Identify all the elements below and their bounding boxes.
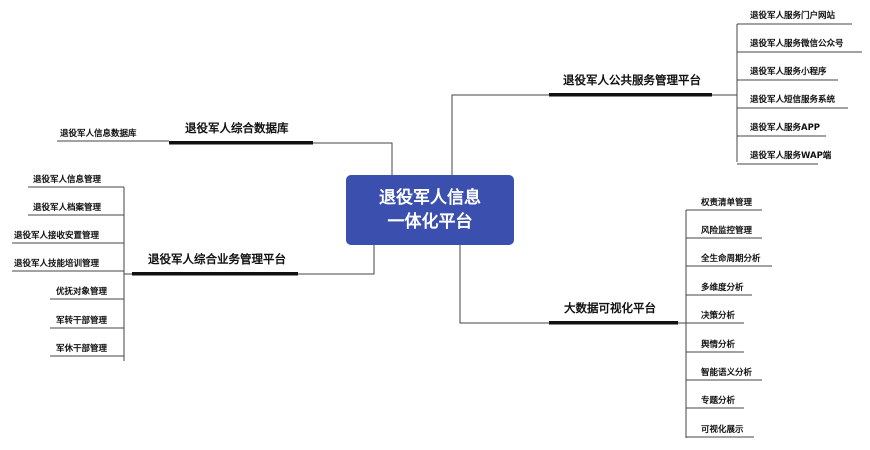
- center-node[interactable]: 退役军人信息 一体化平台: [346, 175, 514, 245]
- connector-business: [298, 245, 375, 275]
- leaf-public-service[interactable]: 退役军人服务APP: [750, 123, 821, 133]
- leaf-bigdata[interactable]: 决策分析: [701, 311, 736, 321]
- leaf-business[interactable]: 军转干部管理: [56, 316, 108, 326]
- connector-public-service: [451, 94, 549, 175]
- branch-title-database[interactable]: 退役军人综合数据库: [185, 121, 289, 135]
- sub-hlines-bigdata: [686, 209, 772, 438]
- center-title-line2: 一体化平台: [387, 212, 473, 232]
- leaf-bigdata[interactable]: 智能语义分析: [701, 368, 753, 378]
- leaf-bigdata[interactable]: 权责清单管理: [701, 198, 753, 208]
- leaf-business[interactable]: 退役军人档案管理: [33, 203, 102, 213]
- bar-database: [169, 141, 313, 145]
- leaf-business[interactable]: 优抚对象管理: [56, 287, 108, 297]
- bar-business: [132, 272, 298, 276]
- leaf-bigdata[interactable]: 舆情分析: [701, 340, 736, 350]
- leaf-business[interactable]: 退役军人技能培训管理: [14, 259, 100, 269]
- branch-title-business[interactable]: 退役军人综合业务管理平台: [148, 252, 286, 266]
- center-title-line1: 退役军人信息: [379, 188, 481, 208]
- leaf-public-service[interactable]: 退役军人服务小程序: [750, 67, 827, 77]
- leaf-bigdata[interactable]: 专题分析: [701, 396, 736, 406]
- leaf-bigdata[interactable]: 多维度分析: [701, 283, 744, 293]
- leaf-database[interactable]: 退役军人信息数据库: [60, 129, 137, 139]
- leaf-public-service[interactable]: 退役军人服务WAP端: [750, 151, 832, 161]
- connector-database: [313, 142, 393, 175]
- branch-title-public-service[interactable]: 退役军人公共服务管理平台: [563, 73, 701, 87]
- leaf-bigdata[interactable]: 风险监控管理: [701, 226, 753, 236]
- leaf-public-service[interactable]: 退役军人短信服务系统: [750, 95, 836, 105]
- connector-bigdata: [459, 245, 549, 324]
- leaf-bigdata[interactable]: 可视化展示: [701, 425, 744, 435]
- sub-hlines-public-service: [737, 23, 862, 165]
- leaf-business[interactable]: 退役军人信息管理: [33, 175, 102, 185]
- leaf-business[interactable]: 退役军人接收安置管理: [14, 231, 100, 241]
- bar-public-service: [549, 93, 712, 97]
- bar-bigdata: [549, 321, 678, 325]
- leaf-bigdata[interactable]: 全生命周期分析: [701, 254, 761, 264]
- leaf-public-service[interactable]: 退役军人服务门户网站: [750, 11, 836, 21]
- branch-title-bigdata[interactable]: 大数据可视化平台: [564, 301, 656, 315]
- sub-hlines-business: [12, 186, 124, 357]
- leaf-public-service[interactable]: 退役军人服务微信公众号: [750, 39, 844, 49]
- leaf-business[interactable]: 军休干部管理: [56, 344, 108, 354]
